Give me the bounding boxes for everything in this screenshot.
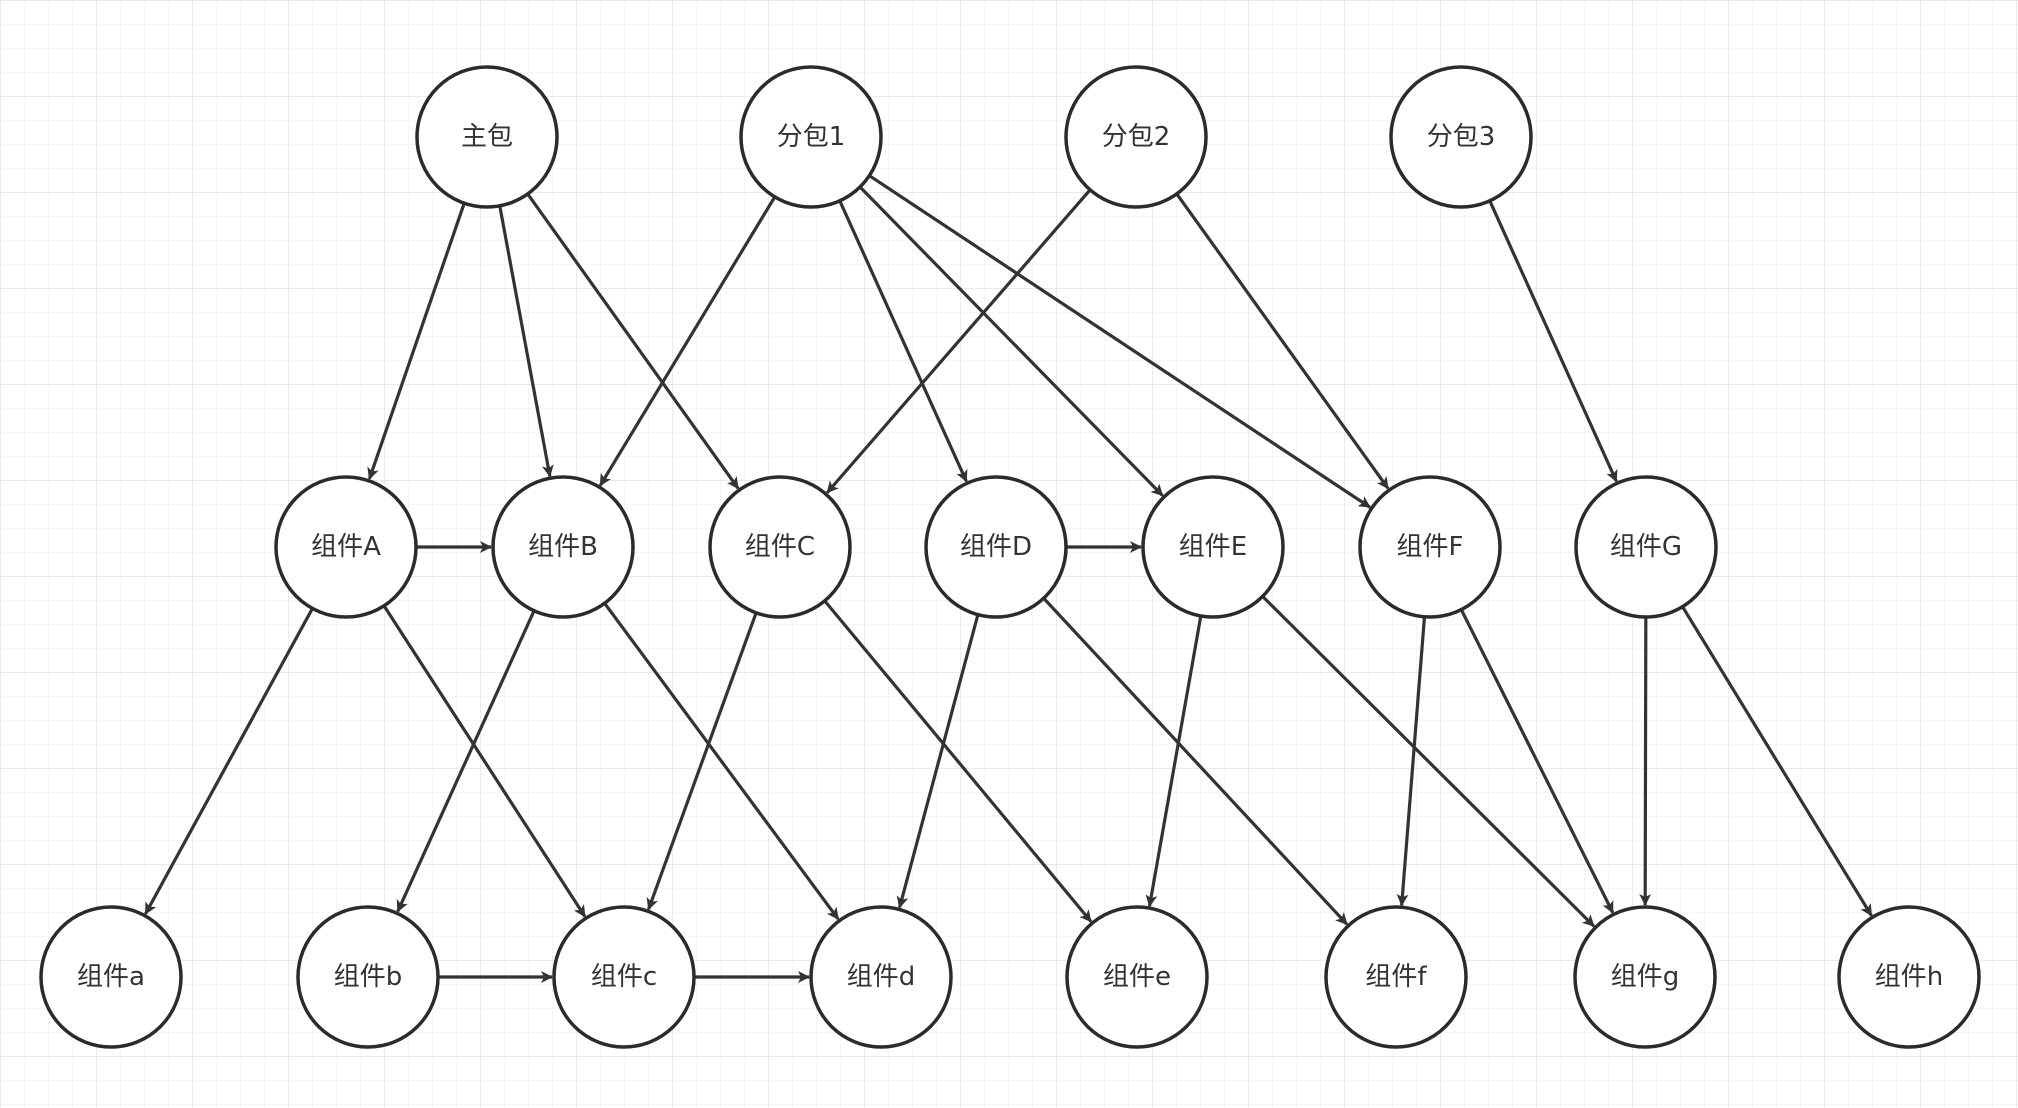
node-circle[interactable] [1358, 475, 1502, 619]
edge-sub1-to-D [838, 200, 968, 483]
node-C[interactable]: 组件C [708, 475, 852, 619]
node-label: 组件a [77, 962, 145, 992]
edge-sub1-to-F [868, 174, 1371, 509]
node-label: 组件B [528, 532, 598, 562]
edge-sub3-to-G [1488, 200, 1618, 483]
edge-E-to-e [1145, 615, 1203, 908]
node-label: 组件C [745, 532, 815, 562]
node-F[interactable]: 组件F [1358, 475, 1502, 619]
edge-sub2-to-C [825, 188, 1092, 494]
node-label: 主包 [461, 122, 513, 152]
node-circle[interactable] [1837, 905, 1981, 1049]
node-circle[interactable] [491, 475, 635, 619]
edge-main-to-A [367, 202, 466, 480]
node-label: 组件h [1875, 962, 1943, 992]
node-sub3[interactable]: 分包3 [1389, 65, 1533, 209]
node-circle[interactable] [274, 475, 418, 619]
node-circle[interactable] [1065, 905, 1209, 1049]
node-circle[interactable] [1324, 905, 1468, 1049]
node-circle[interactable] [1574, 475, 1718, 619]
node-label: 分包3 [1427, 122, 1496, 152]
node-a[interactable]: 组件a [39, 905, 183, 1049]
node-G[interactable]: 组件G [1574, 475, 1718, 619]
nodes-layer: 主包 分包1 分包2 分包3 组件A 组件B 组件C 组件D 组件E 组件F 组件G 组件a 组件b 组件… [39, 65, 1981, 1049]
node-D[interactable]: 组件D [924, 475, 1068, 619]
edge-F-to-f [1396, 616, 1427, 907]
edge-B-to-b [396, 610, 536, 913]
node-label: 分包1 [777, 122, 846, 152]
node-f[interactable]: 组件f [1324, 905, 1468, 1049]
node-circle[interactable] [809, 905, 953, 1049]
node-label: 组件D [960, 532, 1032, 562]
node-label: 组件b [334, 962, 403, 992]
node-label: 组件f [1365, 962, 1427, 992]
node-sub1[interactable]: 分包1 [739, 65, 883, 209]
node-circle[interactable] [1064, 65, 1208, 209]
node-B[interactable]: 组件B [491, 475, 635, 619]
edge-sub1-to-B [598, 196, 777, 487]
edge-A-to-a [144, 607, 314, 915]
node-circle[interactable] [1389, 65, 1533, 209]
edge-C-to-c [646, 612, 758, 911]
edge-G-to-h [1681, 605, 1873, 917]
node-main[interactable]: 主包 [415, 65, 559, 209]
node-label: 组件G [1610, 532, 1682, 562]
edge-main-to-C [526, 193, 740, 490]
edges-layer [144, 174, 1873, 983]
node-label: 组件F [1397, 532, 1464, 562]
node-label: 分包2 [1102, 122, 1171, 152]
node-circle[interactable] [296, 905, 440, 1049]
node-h[interactable]: 组件h [1837, 905, 1981, 1049]
edge-D-to-d [896, 614, 980, 909]
edge-B-to-d [603, 602, 840, 921]
node-e[interactable]: 组件e [1065, 905, 1209, 1049]
node-circle[interactable] [924, 475, 1068, 619]
edge-C-to-e [823, 599, 1093, 923]
edge-sub2-to-F [1175, 192, 1390, 490]
node-label: 组件e [1103, 962, 1171, 992]
edge-F-to-g [1459, 608, 1615, 914]
node-circle[interactable] [1141, 475, 1285, 619]
node-E[interactable]: 组件E [1141, 475, 1285, 619]
node-label: 组件d [847, 962, 916, 992]
edge-sub1-to-E [858, 185, 1164, 497]
node-c[interactable]: 组件c [552, 905, 696, 1049]
node-label: 组件E [1179, 532, 1247, 562]
node-circle[interactable] [552, 905, 696, 1049]
node-g[interactable]: 组件g [1573, 905, 1717, 1049]
edge-main-to-B [498, 205, 554, 478]
node-label: 组件A [311, 532, 381, 562]
edge-A-to-c [382, 604, 587, 918]
edge-E-to-g [1261, 595, 1596, 928]
node-A[interactable]: 组件A [274, 475, 418, 619]
node-label: 组件g [1611, 962, 1680, 992]
node-d[interactable]: 组件d [809, 905, 953, 1049]
node-circle[interactable] [415, 65, 559, 209]
node-sub2[interactable]: 分包2 [1064, 65, 1208, 209]
node-circle[interactable] [739, 65, 883, 209]
node-b[interactable]: 组件b [296, 905, 440, 1049]
node-circle[interactable] [1573, 905, 1717, 1049]
node-circle[interactable] [39, 905, 183, 1049]
edge-D-to-f [1042, 597, 1349, 926]
edge-G-to-g [1639, 616, 1652, 907]
node-circle[interactable] [708, 475, 852, 619]
node-label: 组件c [591, 962, 657, 992]
